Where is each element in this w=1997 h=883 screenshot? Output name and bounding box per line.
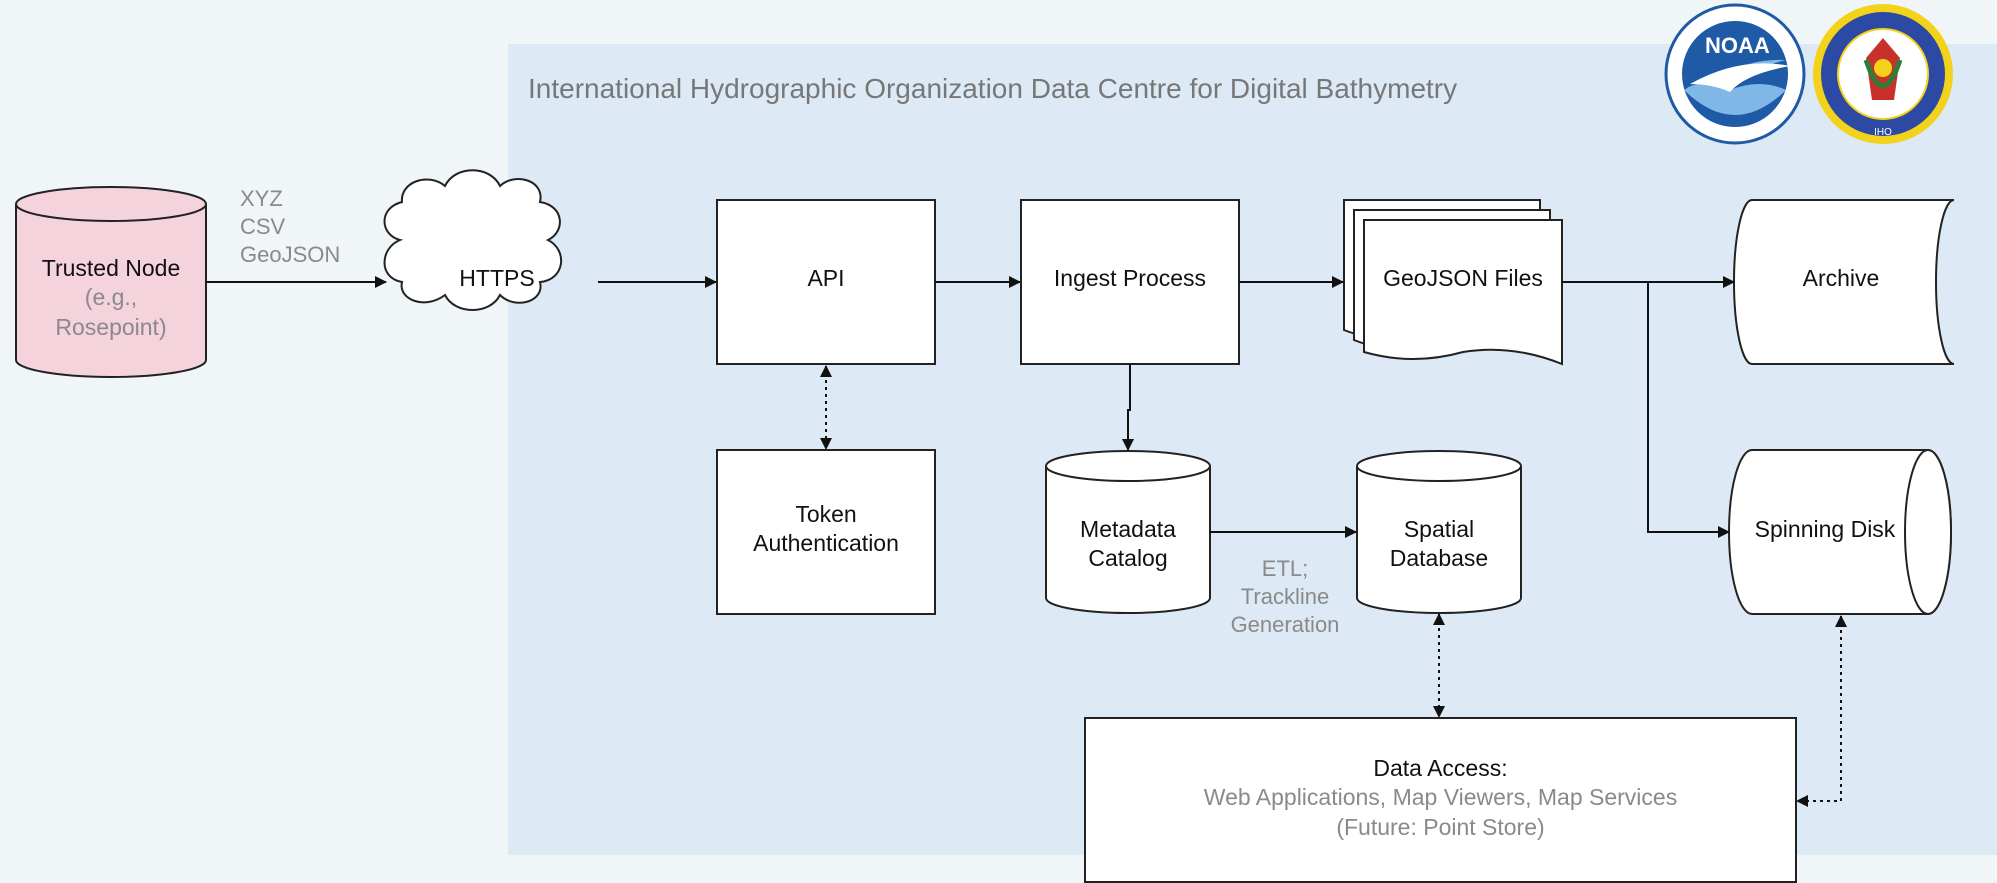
api-label: API <box>807 265 845 291</box>
spatial-line2: Database <box>1389 545 1489 572</box>
api-box <box>716 199 936 365</box>
ingest-label: Ingest Process <box>1053 265 1207 291</box>
etl-label: ETL; Trackline Generation <box>1215 555 1355 639</box>
https-cloud <box>383 169 563 311</box>
arrow-geojson-to-spinning <box>1647 282 1730 538</box>
trusted-node-title: Trusted Node <box>41 255 181 281</box>
trusted-node-sub2: Rosepoint) <box>55 313 167 340</box>
metadata-catalog-cylinder <box>1045 450 1211 614</box>
trusted-node-sub1: (e.g., <box>84 284 138 311</box>
format-xyz: XYZ <box>240 186 283 211</box>
ingest-process-box <box>1020 199 1240 365</box>
token-authentication-box <box>716 449 936 615</box>
data-access-box <box>1084 717 1797 883</box>
data-access-title: Data Access: <box>1373 755 1508 781</box>
data-access-line1: Web Applications, Map Viewers, Map Servi… <box>1203 784 1678 811</box>
format-geojson: GeoJSON <box>240 242 341 268</box>
diagram-title: International Hydrographic Organization … <box>528 73 1458 104</box>
etl-line2: Trackline <box>1240 584 1330 610</box>
format-list: XYZ CSV GeoJSON <box>240 185 340 269</box>
etl-line3: Generation <box>1230 612 1340 638</box>
trusted-node-label: Trusted Node (e.g., Rosepoint) <box>16 254 206 342</box>
etl-line1: ETL; <box>1261 556 1309 581</box>
metadata-line1: Metadata <box>1080 516 1176 542</box>
spinning-disk-label: Spinning Disk <box>1754 516 1896 542</box>
noaa-logo <box>1664 3 1806 145</box>
iho-logo <box>1813 4 1953 144</box>
token-line1: Token <box>795 501 857 527</box>
arrow-ingest-to-metadata <box>1122 364 1134 451</box>
arrow-spinning-dataaccess-dotted <box>1796 615 1847 807</box>
spatial-label: Spatial Database <box>1357 515 1521 574</box>
geojson-files-shape <box>1343 199 1563 366</box>
data-access-line2: (Future: Point Store) <box>1336 813 1545 840</box>
archive-label: Archive <box>1802 265 1880 291</box>
token-line2: Authentication <box>753 530 899 557</box>
trusted-node-cylinder <box>15 186 207 378</box>
spatial-line1: Spatial <box>1403 516 1475 542</box>
metadata-line2: Catalog <box>1088 545 1168 572</box>
spatial-database-cylinder <box>1356 450 1522 614</box>
geojson-files-label: GeoJSON Files <box>1383 265 1543 291</box>
data-access-label: Data Access: Web Applications, Map Viewe… <box>1085 754 1796 842</box>
format-csv: CSV <box>240 214 286 240</box>
token-label: Token Authentication <box>717 500 935 559</box>
spinning-disk-shape <box>1728 449 1952 615</box>
noaa-logo-text: NOAA <box>1705 33 1770 58</box>
iho-logo-text: IHO <box>1874 127 1892 138</box>
metadata-label: Metadata Catalog <box>1046 515 1210 574</box>
https-label: HTTPS <box>459 265 535 291</box>
archive-shape <box>1733 199 1955 365</box>
